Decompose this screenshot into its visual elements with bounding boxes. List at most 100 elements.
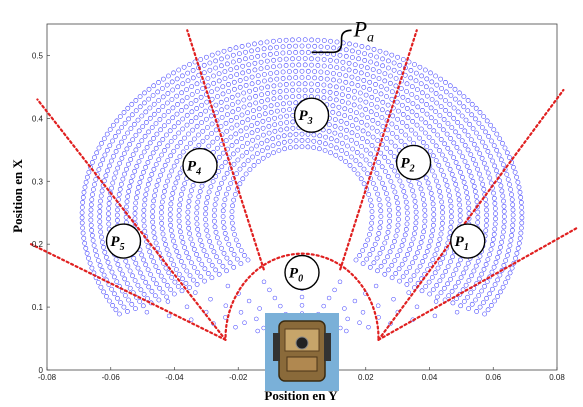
- workspace-point: [493, 259, 499, 265]
- workspace-point: [483, 129, 488, 135]
- workspace-point: [404, 210, 410, 216]
- workspace-point: [157, 117, 163, 122]
- workspace-point: [299, 294, 305, 300]
- workspace-point: [258, 66, 264, 72]
- workspace-point: [242, 320, 247, 325]
- workspace-point: [299, 138, 305, 143]
- workspace-point: [150, 214, 155, 220]
- workspace-point: [229, 94, 235, 100]
- workspace-point: [460, 154, 465, 160]
- workspace-point: [215, 235, 220, 241]
- workspace-point: [456, 197, 462, 203]
- workspace-point: [126, 116, 131, 122]
- workspace-point: [268, 71, 273, 76]
- workspace-point: [383, 169, 388, 174]
- workspace-point: [435, 132, 440, 138]
- workspace-point: [250, 154, 255, 160]
- workspace-point: [172, 279, 178, 285]
- workspace-point: [180, 73, 185, 79]
- workspace-point: [107, 163, 112, 169]
- workspace-point: [161, 236, 167, 242]
- workspace-point: [139, 154, 144, 160]
- workspace-point: [423, 120, 429, 126]
- workspace-point: [96, 167, 102, 172]
- workspace-point: [180, 149, 186, 155]
- workspace-point: [497, 272, 503, 278]
- workspace-point: [365, 171, 370, 177]
- workspace-point: [373, 82, 378, 87]
- workspace-point: [402, 194, 408, 200]
- workspace-point: [293, 138, 299, 143]
- workspace-point: [357, 104, 363, 110]
- workspace-point: [198, 112, 204, 117]
- workspace-point: [103, 173, 109, 179]
- workspace-point: [108, 190, 113, 196]
- workspace-point: [209, 89, 215, 95]
- workspace-point: [370, 134, 376, 140]
- workspace-point: [371, 47, 377, 52]
- workspace-point: [362, 51, 367, 57]
- workspace-point: [464, 190, 470, 195]
- workspace-point: [518, 230, 524, 236]
- workspace-point: [204, 116, 209, 122]
- workspace-point: [424, 76, 430, 82]
- workspace-point: [97, 219, 103, 225]
- workspace-point: [271, 64, 276, 70]
- workspace-point: [499, 239, 505, 245]
- workspace-point: [345, 316, 350, 322]
- workspace-point: [380, 56, 385, 62]
- workspace-point: [393, 271, 399, 276]
- workspace-point: [376, 76, 382, 81]
- region-label-text: P2: [400, 155, 414, 174]
- workspace-point: [226, 82, 231, 87]
- workspace-point: [363, 242, 368, 248]
- workspace-point: [88, 222, 94, 228]
- workspace-point: [268, 109, 274, 115]
- workspace-point: [175, 284, 181, 289]
- workspace-point: [448, 198, 453, 204]
- workspace-point: [153, 240, 159, 246]
- workspace-point: [161, 278, 167, 284]
- workspace-point: [91, 243, 97, 248]
- region-circle: [395, 144, 432, 181]
- workspace-point: [104, 294, 109, 299]
- workspace-point: [421, 197, 426, 202]
- workspace-point: [83, 179, 89, 185]
- workspace-point: [272, 115, 277, 121]
- workspace-point: [261, 46, 267, 52]
- workspace-point: [258, 59, 264, 65]
- workspace-point: [204, 253, 209, 258]
- workspace-point: [379, 115, 385, 120]
- workspace-point: [353, 257, 359, 263]
- workspace-point: [221, 225, 227, 231]
- workspace-point: [111, 175, 117, 181]
- workspace-point: [481, 266, 487, 272]
- workspace-point: [276, 148, 282, 153]
- workspace-point: [234, 115, 239, 120]
- workspace-point: [369, 94, 375, 100]
- workspace-point: [245, 110, 250, 116]
- workspace-point: [482, 311, 487, 317]
- workspace-point: [93, 177, 99, 182]
- workspace-point: [200, 128, 206, 134]
- workspace-point: [128, 157, 134, 162]
- workspace-point: [363, 92, 369, 98]
- workspace-point: [359, 153, 365, 159]
- workspace-point: [160, 167, 166, 173]
- workspace-point: [358, 70, 364, 76]
- workspace-point: [287, 100, 292, 106]
- workspace-point: [427, 124, 433, 130]
- workspace-point: [368, 52, 374, 58]
- workspace-point: [343, 79, 349, 85]
- workspace-point: [361, 166, 367, 172]
- workspace-point: [501, 203, 507, 209]
- workspace-point: [447, 193, 452, 199]
- workspace-point: [428, 115, 434, 121]
- workspace-point: [457, 149, 463, 155]
- workspace-point: [345, 100, 351, 106]
- workspace-point: [224, 128, 230, 134]
- workspace-point: [169, 233, 175, 239]
- workspace-point: [227, 260, 233, 266]
- workspace-point: [195, 269, 200, 275]
- workspace-point: [428, 105, 434, 111]
